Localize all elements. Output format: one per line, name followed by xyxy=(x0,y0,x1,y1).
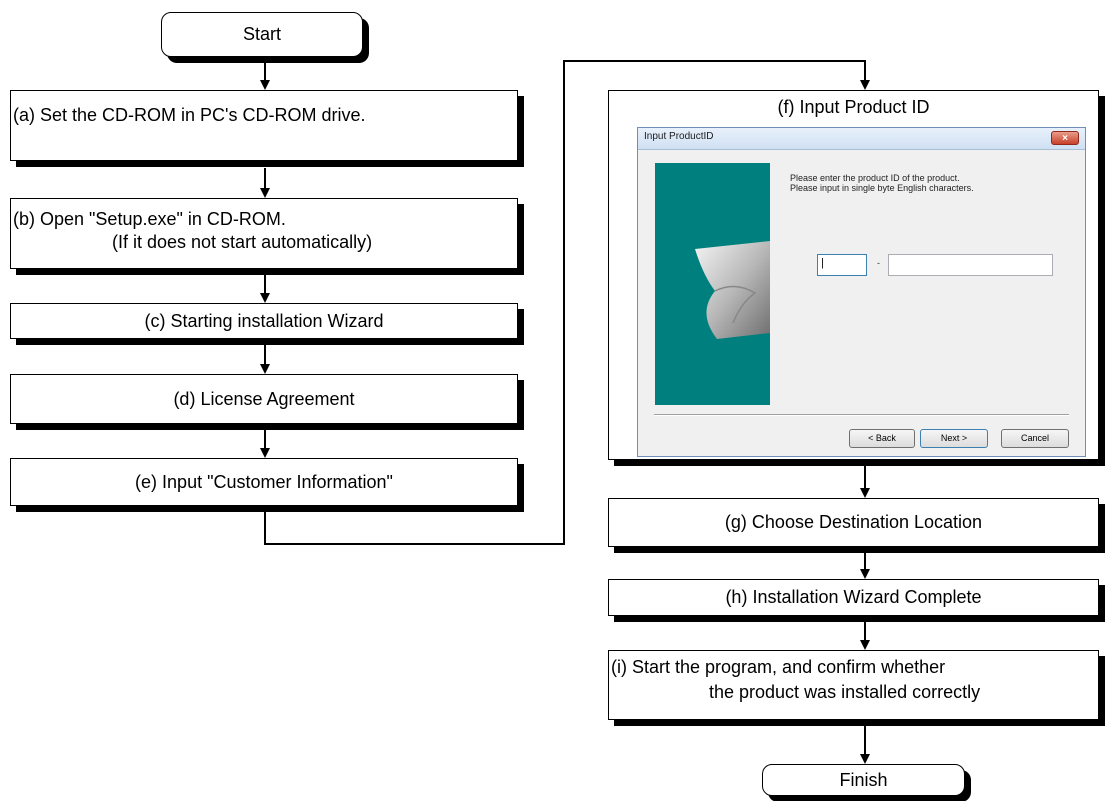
dialog-separator-line xyxy=(654,414,1069,416)
close-icon[interactable]: × xyxy=(1051,131,1079,145)
dialog-message-line-2: Please input in single byte English char… xyxy=(790,183,974,193)
cd-graphic-icon xyxy=(695,241,770,339)
step-a-label: (a) Set the CD-ROM in PC's CD-ROM drive. xyxy=(13,105,366,125)
connector-i-finish xyxy=(864,726,866,754)
finish-node: Finish xyxy=(762,764,965,796)
step-c-box: (c) Starting installation Wizard xyxy=(10,303,518,339)
connector-top-right xyxy=(563,60,866,62)
connector-b-c xyxy=(264,275,266,293)
connector-c-d xyxy=(264,345,266,364)
connector-g-h xyxy=(864,553,866,569)
connector-f-down xyxy=(864,60,866,80)
connector-h-i xyxy=(864,622,866,640)
step-e-box: (e) Input "Customer Information" xyxy=(10,458,518,506)
arrow-g-h xyxy=(860,569,870,579)
dialog-title: Input ProductID xyxy=(644,131,714,142)
step-b-label-1: (b) Open "Setup.exe" in CD-ROM. xyxy=(13,209,286,229)
arrow-a-b xyxy=(260,188,270,198)
connector-d-e xyxy=(264,430,266,448)
back-button[interactable]: < Back xyxy=(849,429,915,448)
arrow-start-a xyxy=(260,80,270,90)
step-e-label: (e) Input "Customer Information" xyxy=(135,472,393,492)
step-d-box: (d) License Agreement xyxy=(10,374,518,424)
arrow-c-d xyxy=(260,364,270,374)
dialog-message-line-1: Please enter the product ID of the produ… xyxy=(790,173,960,183)
connector-f-g xyxy=(864,466,866,488)
step-b-label-2: (If it does not start automatically) xyxy=(112,232,373,252)
step-i-box: (i) Start the program, and confirm wheth… xyxy=(608,650,1099,720)
step-b-box: (b) Open "Setup.exe" in CD-ROM. (If it d… xyxy=(10,198,518,269)
arrow-b-c xyxy=(260,293,270,303)
dialog-message: Please enter the product ID of the produ… xyxy=(790,173,974,193)
arrow-d-e xyxy=(260,448,270,458)
dialog-title-bar: Input ProductID × xyxy=(638,128,1085,150)
arrow-to-f xyxy=(860,80,870,90)
step-g-label: (g) Choose Destination Location xyxy=(724,512,983,532)
connector-start-a xyxy=(264,62,266,80)
step-h-label: (h) Installation Wizard Complete xyxy=(725,587,982,607)
step-f-label: (f) Input Product ID xyxy=(777,97,930,117)
step-i-label-1: (i) Start the program, and confirm wheth… xyxy=(611,657,946,677)
connector-e-down xyxy=(264,512,266,545)
product-id-field-2[interactable] xyxy=(888,254,1053,276)
step-h-box: (h) Installation Wizard Complete xyxy=(608,579,1099,616)
step-i-label-2: the product was installed correctly xyxy=(709,682,981,702)
step-a-box: (a) Set the CD-ROM in PC's CD-ROM drive. xyxy=(10,90,518,161)
input-product-id-dialog: Input ProductID × Please enter the produ… xyxy=(637,127,1086,457)
step-g-box: (g) Choose Destination Location xyxy=(608,498,1099,547)
connector-a-b xyxy=(264,168,266,188)
start-node: Start xyxy=(161,12,363,57)
wizard-side-panel xyxy=(655,163,770,405)
step-d-label: (d) License Agreement xyxy=(173,389,355,409)
arrow-i-finish xyxy=(860,754,870,764)
start-label: Start xyxy=(242,24,281,44)
arrow-h-i xyxy=(860,640,870,650)
product-id-field-1[interactable]: | xyxy=(817,254,867,276)
next-button[interactable]: Next > xyxy=(920,429,988,448)
arrow-f-g xyxy=(860,488,870,498)
step-c-label: (c) Starting installation Wizard xyxy=(144,311,384,331)
connector-e-right xyxy=(264,543,565,545)
cancel-button[interactable]: Cancel xyxy=(1001,429,1069,448)
finish-label: Finish xyxy=(839,770,888,790)
connector-e-up xyxy=(563,60,565,545)
product-id-separator: - xyxy=(877,258,880,268)
